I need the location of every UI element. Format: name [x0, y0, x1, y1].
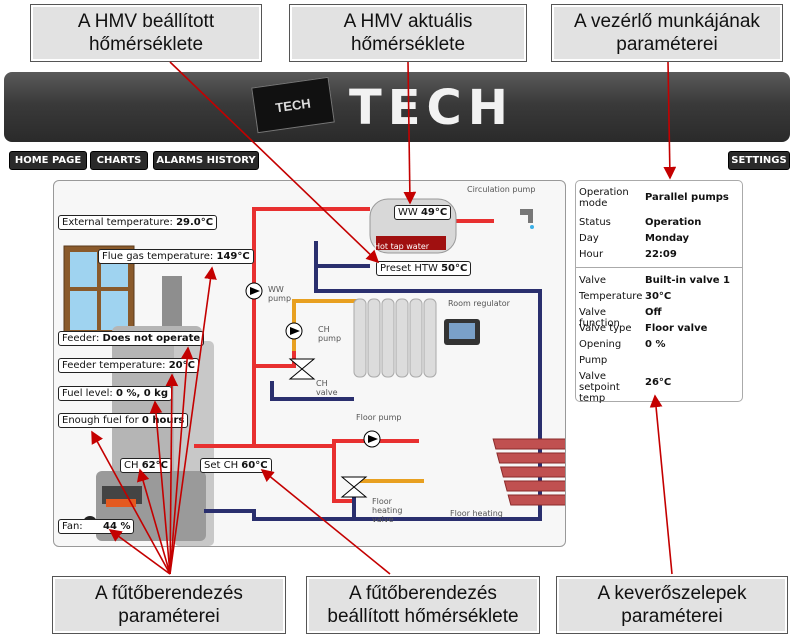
- charts-button[interactable]: CHARTS: [90, 151, 148, 170]
- fuel-level-label: Fuel level: 0 %, 0 kg: [58, 386, 172, 401]
- callout-hmv-set: A HMV beállított hőmérséklete: [30, 4, 262, 62]
- circulation-pump-text: Circulation pump: [467, 185, 536, 194]
- callout-valves: A keverőszelepek paraméterei: [556, 576, 788, 634]
- header-banner: TECH TECH: [4, 72, 790, 142]
- info-divider: [576, 267, 742, 268]
- floor-pump-icon: [363, 430, 381, 448]
- feeder-label: Feeder: Does not operate: [58, 331, 205, 346]
- room-regulator-text: Room regulator: [448, 299, 510, 308]
- alarms-history-button[interactable]: ALARMS HISTORY: [153, 151, 259, 170]
- settings-button[interactable]: SETTINGS: [728, 151, 790, 170]
- set-ch-label: Set CH 60°C: [200, 458, 272, 473]
- callout-heater-params: A fűtőberendezés paraméterei: [52, 576, 286, 634]
- floor-heating-text: Floor heating: [450, 509, 503, 518]
- feeder-temperature-label: Feeder temperature: 20°C: [58, 358, 199, 373]
- room-regulator-icon: [444, 319, 480, 345]
- system-diagram: External temperature: 29.0°C Flue gas te…: [53, 180, 566, 547]
- ch-temperature-label: CH 62°C: [120, 458, 172, 473]
- ch-pump-text: CH pump: [318, 325, 342, 343]
- ch-pump-icon: [285, 322, 303, 340]
- ch-valve-text: CH valve: [316, 379, 338, 397]
- floor-pump-text: Floor pump: [356, 413, 402, 422]
- external-temperature-label: External temperature: 29.0°C: [58, 215, 218, 230]
- hot-tap-water-text: Hot tap water: [374, 242, 430, 251]
- callout-heater-set: A fűtőberendezés beállított hőmérséklete: [306, 576, 540, 634]
- logo-text: TECH: [349, 80, 514, 136]
- callout-controller: A vezérlő munkájának paraméterei: [551, 4, 783, 62]
- floor-heating-valve-text: Floor heating valve: [372, 497, 403, 524]
- radiator-icon: [353, 298, 437, 378]
- info-row-pump: Pump: [579, 355, 608, 366]
- preset-htw-label: Preset HTW 50°C: [376, 261, 472, 276]
- ww-pump-text: WW pump: [268, 285, 292, 303]
- floor-valve-icon: [340, 476, 368, 498]
- floor-heating-icon: [492, 438, 565, 506]
- ww-temperature-label: WW 49°C: [394, 205, 452, 220]
- tap-icon: [520, 209, 534, 229]
- flue-gas-temperature-label: Flue gas temperature: 149°C: [98, 249, 254, 264]
- callout-hmv-actual: A HMV aktuális hőmérséklete: [289, 4, 527, 62]
- ch-valve-icon: [288, 358, 316, 380]
- home-page-button[interactable]: HOME PAGE: [9, 151, 87, 170]
- ww-pump-icon: [245, 282, 263, 300]
